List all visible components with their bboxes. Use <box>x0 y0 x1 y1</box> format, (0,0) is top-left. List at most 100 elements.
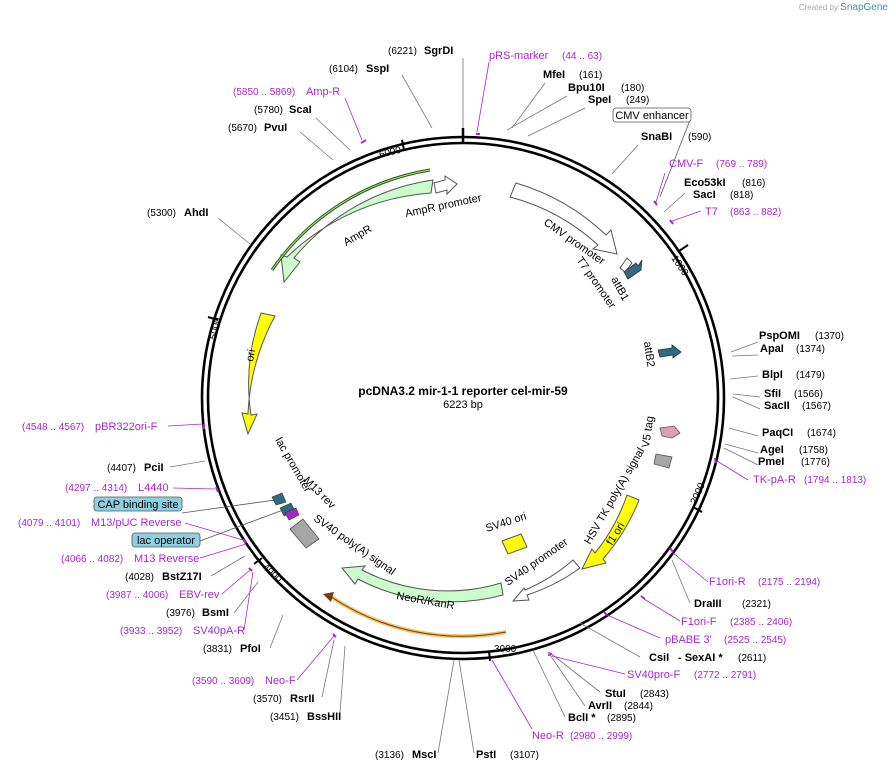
ampr-label: AmpR <box>342 223 375 249</box>
f1-ori-arrow <box>581 494 640 570</box>
site-pos-bpu10i: (180) <box>621 83 644 94</box>
cmv-promoter-arrow <box>509 182 618 255</box>
primer-labels: pRS-marker (44 .. 63) (5850 .. 5869) Amp… <box>18 50 866 742</box>
site-name-sacii: SacII <box>764 400 790 412</box>
boxed-label-cmv-enhancer: CMV enhancer <box>612 107 692 123</box>
site-pos-draiii: (2321) <box>742 599 771 610</box>
site-name-blpi: BlpI <box>762 369 783 381</box>
site-pos-spei: (249) <box>626 95 649 106</box>
ampr-promoter-label: AmpR promoter <box>404 192 483 220</box>
tick-label-3000: 3000 <box>494 644 517 655</box>
site-pos-pcii: (4407) <box>107 463 136 474</box>
site-pos-saci: (818) <box>730 190 753 201</box>
primer-range-prs-marker: (44 .. 63) <box>562 51 602 62</box>
site-pos-eco53ki: (816) <box>742 178 765 189</box>
attb2-arrow <box>657 344 682 359</box>
neor-orf-head <box>323 592 334 602</box>
primer-range-m13-reverse: (4066 .. 4082) <box>61 554 123 565</box>
site-pos-ahdi: (5300) <box>147 208 176 219</box>
v5-tag-shape <box>659 425 681 439</box>
primer-range-neo-r: (2980 .. 2999) <box>570 731 632 742</box>
cap-site-shape <box>271 492 287 506</box>
site-name-pmei: PmeI <box>758 456 784 468</box>
site-name-ahdi: AhdI <box>184 207 208 219</box>
plasmid-name: pcDNA3.2 mir-1-1 reporter cel-mir-59 <box>358 384 568 398</box>
t7-promoter-arrow <box>619 257 633 273</box>
site-pos-pvui: (5670) <box>228 123 257 134</box>
site-labels: (6221) SgrDI (6104) SspI (5780) ScaI (56… <box>107 45 844 761</box>
primer-name-f1ori-f: F1ori-F <box>681 616 717 628</box>
site-name-agei: AgeI <box>760 444 784 456</box>
lac-promoter-label: lac promoter <box>272 436 313 495</box>
site-name-saci: SacI <box>693 189 716 201</box>
site-pos-agei: (1758) <box>799 445 828 456</box>
site-name-bpu10i: Bpu10I <box>568 82 605 94</box>
tick-marks <box>207 139 703 662</box>
tick-label-5000: 5000 <box>208 316 223 340</box>
site-name-psp0mi: PspOMI <box>759 330 800 342</box>
primer-range-t7: (863 .. 882) <box>730 207 781 218</box>
site-pos-psp0mi: (1370) <box>815 331 844 342</box>
boxed-label-cap-binding-site: CAP binding site <box>93 496 183 512</box>
site-name-apai: ApaI <box>760 343 784 355</box>
ampr-promoter-arrow <box>433 175 458 196</box>
primer-marks <box>203 133 717 656</box>
site-name-sgrdi: SgrDI <box>424 45 453 57</box>
site-pos-avrii: (2844) <box>624 701 653 712</box>
site-pos-pfoi: (3831) <box>203 644 232 655</box>
site-pos-apai: (1374) <box>796 344 825 355</box>
primer-range-sv40pro-f: (2772 .. 2791) <box>694 670 756 681</box>
cmv-enhancer-label: CMV enhancer <box>615 110 689 122</box>
site-pos-paqci: (1674) <box>807 428 836 439</box>
site-name-rsrii: RsrII <box>290 693 314 705</box>
site-name-eco53ki: Eco53kI <box>684 177 726 189</box>
primer-range-pbabe3: (2525 .. 2545) <box>724 635 786 646</box>
site-name-mfei: MfeI <box>543 69 565 81</box>
primer-name-ebv-rev: EBV-rev <box>179 589 220 601</box>
site-name-scai: ScaI <box>289 104 312 116</box>
site-name-psti: PstI <box>476 749 496 761</box>
site-name-pcii: PciI <box>144 462 164 474</box>
ori-arrow <box>241 312 276 436</box>
attb1-arrow <box>623 259 643 280</box>
site-name-sspi: SspI <box>366 63 389 75</box>
primer-name-cmv-f: CMV-F <box>669 158 704 170</box>
tick-label-6000: 6000 <box>378 145 403 161</box>
watermark: Created by SnapGene <box>799 2 888 13</box>
sv40-polya-shape <box>289 518 320 549</box>
site-name-avrii: AvrII <box>588 700 612 712</box>
ampr-arrow <box>280 179 434 284</box>
primer-name-neo-f: Neo-F <box>265 675 296 687</box>
neor-kanr-arrow <box>341 565 504 603</box>
site-pos-sspi: (6104) <box>329 64 358 75</box>
primer-name-pbabe3: pBABE 3' <box>665 634 712 646</box>
site-pos-bsshii: (3451) <box>270 712 299 723</box>
m13-rev-shape <box>284 507 300 521</box>
primer-name-l4440: L4440 <box>138 482 169 494</box>
primer-range-m13-puc: (4079 .. 4101) <box>18 518 80 529</box>
primer-range-ebv-rev: (3987 .. 4006) <box>106 590 168 601</box>
site-name-msci: MscI <box>412 749 436 761</box>
site-pos-pmei: (1776) <box>801 457 830 468</box>
primer-range-amp-r: (5850 .. 5869) <box>233 87 295 98</box>
site-pos-bcli: (2895) <box>607 713 636 724</box>
ori-label: ori <box>244 348 258 362</box>
site-pos-bsmi: (3976) <box>166 608 195 619</box>
site-name-draiii: DraIII <box>694 598 722 610</box>
primer-name-tk-pa-r: TK-pA-R <box>753 474 796 486</box>
tick-label-4000: 4000 <box>260 562 284 585</box>
site-pos-rsrii: (3570) <box>253 694 282 705</box>
leader-lines <box>169 58 761 754</box>
plasmid-length: 6223 bp <box>443 399 483 411</box>
site-pos-snabi: (590) <box>688 132 711 143</box>
sv40-ori-shape <box>501 533 528 555</box>
site-pos-sacii: (1567) <box>802 401 831 412</box>
primer-range-pbr322ori-f: (4548 .. 4567) <box>22 422 84 433</box>
site-pos-bstz17i: (4028) <box>125 572 154 583</box>
primer-name-sv40pa-r: SV40pA-R <box>193 625 245 637</box>
primer-name-m13-reverse: M13 Reverse <box>134 553 199 565</box>
primer-range-f1ori-r: (2175 .. 2194) <box>758 577 820 588</box>
attb2-label: attB2 <box>641 341 656 368</box>
site-pos-sfii: (1566) <box>794 389 823 400</box>
